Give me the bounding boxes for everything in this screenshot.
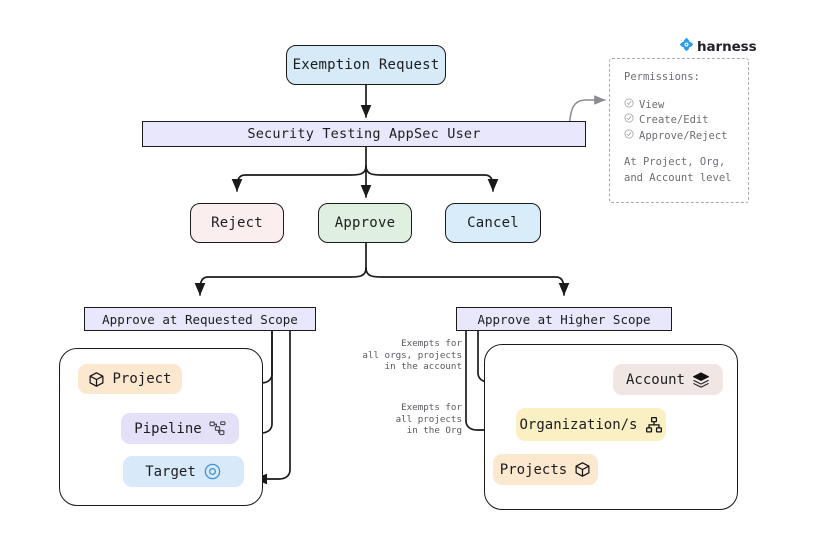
target-icon [203,462,222,481]
brand-name: harness [697,38,757,55]
chip-label: Account [625,371,685,388]
chip-projects[interactable]: Projects [493,454,598,485]
chip-target[interactable]: Target [123,456,244,487]
sitemap-icon [645,416,663,434]
caption-exempts-org: Exempts for all projects in the Org [395,402,462,436]
chip-label: Organization/s [519,416,638,433]
node-approve-at-higher-scope[interactable]: Approve at Higher Scope [456,307,672,331]
node-exemption-request[interactable]: Exemption Request [286,45,446,85]
permission-item-approve-reject: Approve/Reject [624,129,748,145]
check-circle-icon [624,98,634,114]
node-approve[interactable]: Approve [318,203,412,243]
node-approve-at-requested-scope[interactable]: Approve at Requested Scope [84,307,316,331]
permissions-footer: At Project, Org, and Account level [624,155,748,186]
chip-organizations[interactable]: Organization/s [516,408,666,441]
chip-project[interactable]: Project [78,364,182,394]
chip-label: Project [112,371,172,387]
chip-account[interactable]: Account [613,364,723,395]
permissions-box: Permissions: View Create/E [609,58,749,203]
permissions-footer-line-1: At Project, Org, [624,156,726,168]
permission-label: View [639,98,665,111]
node-security-testing-appsec-user[interactable]: Security Testing AppSec User [142,121,586,147]
chip-label: Projects [499,461,568,478]
node-cancel[interactable]: Cancel [445,203,541,243]
permissions-list: View Create/Edit Approve [624,98,748,145]
permissions-footer-line-2: and Account level [624,171,732,184]
permission-label: Create/Edit [639,114,709,126]
brand: harness [679,37,757,56]
pipeline-icon [209,420,226,437]
layers-icon [692,371,710,389]
chip-label: Target [145,463,196,480]
caption-exempts-account: Exempts for all orgs, projects in the ac… [362,338,462,372]
permission-label: Approve/Reject [639,129,728,142]
node-reject[interactable]: Reject [190,203,284,243]
cube-icon [574,461,591,478]
check-circle-icon [624,129,634,145]
harness-logo-icon [679,37,694,56]
permission-item-view: View [624,98,748,114]
chip-pipeline[interactable]: Pipeline [121,413,239,444]
permission-item-create-edit: Create/Edit [624,113,748,129]
cube-icon [88,371,105,388]
check-circle-icon [624,113,634,129]
chip-label: Pipeline [134,420,202,437]
permissions-title: Permissions: [624,71,700,83]
